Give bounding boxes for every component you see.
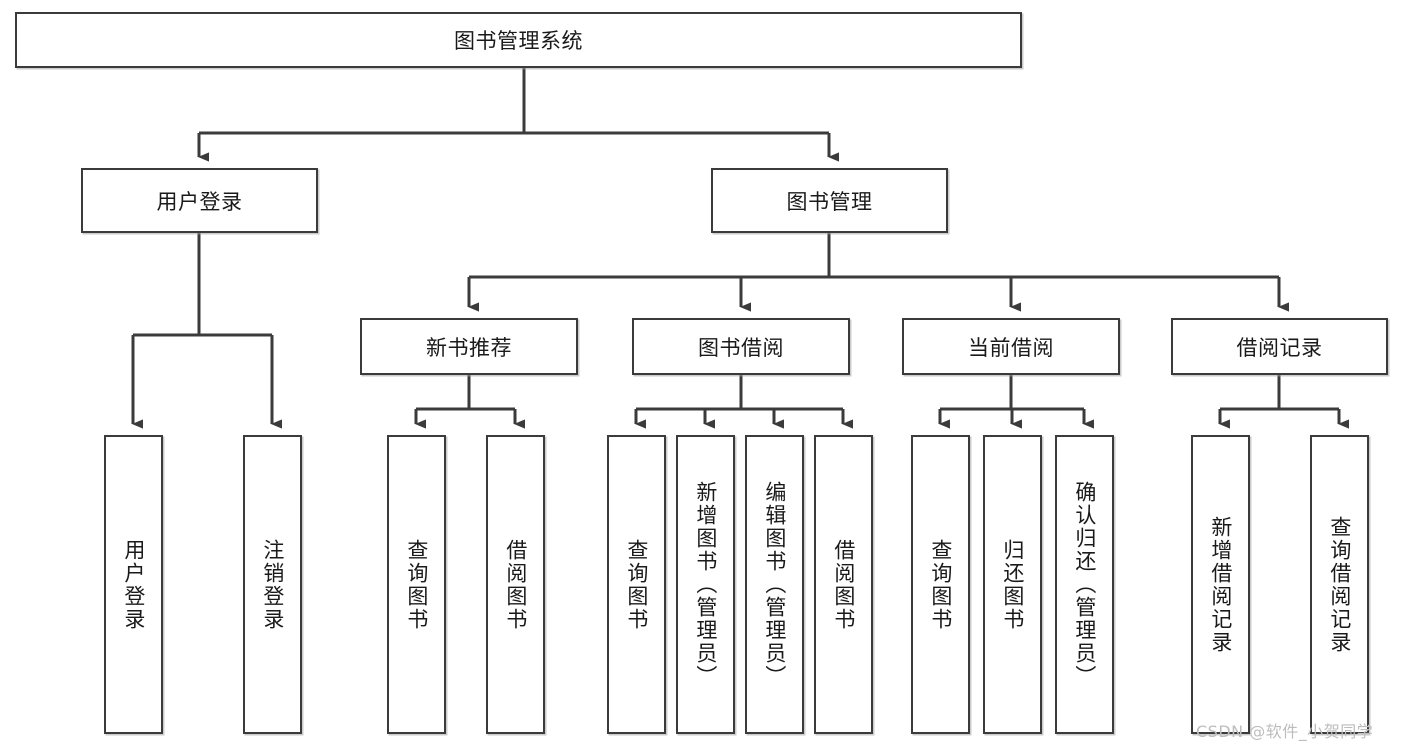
node-leaf-query-book-2[interactable]: 查询图书 <box>607 435 666 734</box>
node-user-login[interactable]: 用户登录 <box>81 168 318 233</box>
node-leaf-query-book-2-label: 查询图书 <box>624 538 649 631</box>
node-borrow-record-label: 借阅记录 <box>1236 335 1323 360</box>
node-leaf-user-logout[interactable]: 注销登录 <box>243 435 302 734</box>
node-leaf-query-book-3[interactable]: 查询图书 <box>911 435 970 734</box>
node-book-borrow[interactable]: 图书借阅 <box>632 318 850 375</box>
node-leaf-user-login-label: 用户登录 <box>121 538 146 631</box>
node-borrow-record[interactable]: 借阅记录 <box>1171 318 1388 375</box>
node-leaf-add-record-label: 新增借阅记录 <box>1208 515 1233 654</box>
node-leaf-borrow-book-2[interactable]: 借阅图书 <box>814 435 873 734</box>
node-leaf-query-book-1[interactable]: 查询图书 <box>387 435 446 734</box>
node-root[interactable]: 图书管理系统 <box>15 12 1022 68</box>
node-book-borrow-label: 图书借阅 <box>698 335 784 360</box>
csdn-watermark: CSDN @软件_小贺同学 <box>1196 722 1374 741</box>
node-leaf-query-record-label: 查询借阅记录 <box>1327 515 1352 654</box>
node-new-book-recommend-label: 新书推荐 <box>426 335 512 360</box>
node-current-borrow-label: 当前借阅 <box>968 335 1054 360</box>
node-leaf-return-book[interactable]: 归还图书 <box>983 435 1042 734</box>
node-current-borrow[interactable]: 当前借阅 <box>902 318 1120 375</box>
node-leaf-query-book-1-label: 查询图书 <box>404 538 429 631</box>
node-leaf-query-book-3-label: 查询图书 <box>928 538 953 631</box>
node-root-label: 图书管理系统 <box>454 29 583 53</box>
node-leaf-edit-book-label: 编辑图书（管理员） <box>762 481 787 688</box>
node-book-manage[interactable]: 图书管理 <box>711 168 948 233</box>
node-leaf-user-login[interactable]: 用户登录 <box>104 435 163 734</box>
node-new-book-recommend[interactable]: 新书推荐 <box>360 318 578 375</box>
node-leaf-user-logout-label: 注销登录 <box>260 538 285 631</box>
node-leaf-borrow-book-2-label: 借阅图书 <box>831 538 856 631</box>
node-leaf-confirm-return[interactable]: 确认归还（管理员） <box>1055 435 1114 734</box>
node-leaf-edit-book[interactable]: 编辑图书（管理员） <box>745 435 804 734</box>
node-leaf-query-record[interactable]: 查询借阅记录 <box>1310 435 1369 734</box>
node-user-login-label: 用户登录 <box>156 189 243 214</box>
node-leaf-confirm-return-label: 确认归还（管理员） <box>1072 481 1097 688</box>
node-leaf-add-book[interactable]: 新增图书（管理员） <box>676 435 735 734</box>
node-leaf-borrow-book-1-label: 借阅图书 <box>503 538 528 631</box>
node-leaf-add-record[interactable]: 新增借阅记录 <box>1191 435 1250 734</box>
node-book-manage-label: 图书管理 <box>786 189 873 214</box>
node-leaf-add-book-label: 新增图书（管理员） <box>693 481 718 688</box>
node-leaf-borrow-book-1[interactable]: 借阅图书 <box>486 435 545 734</box>
node-leaf-return-book-label: 归还图书 <box>1000 538 1025 631</box>
